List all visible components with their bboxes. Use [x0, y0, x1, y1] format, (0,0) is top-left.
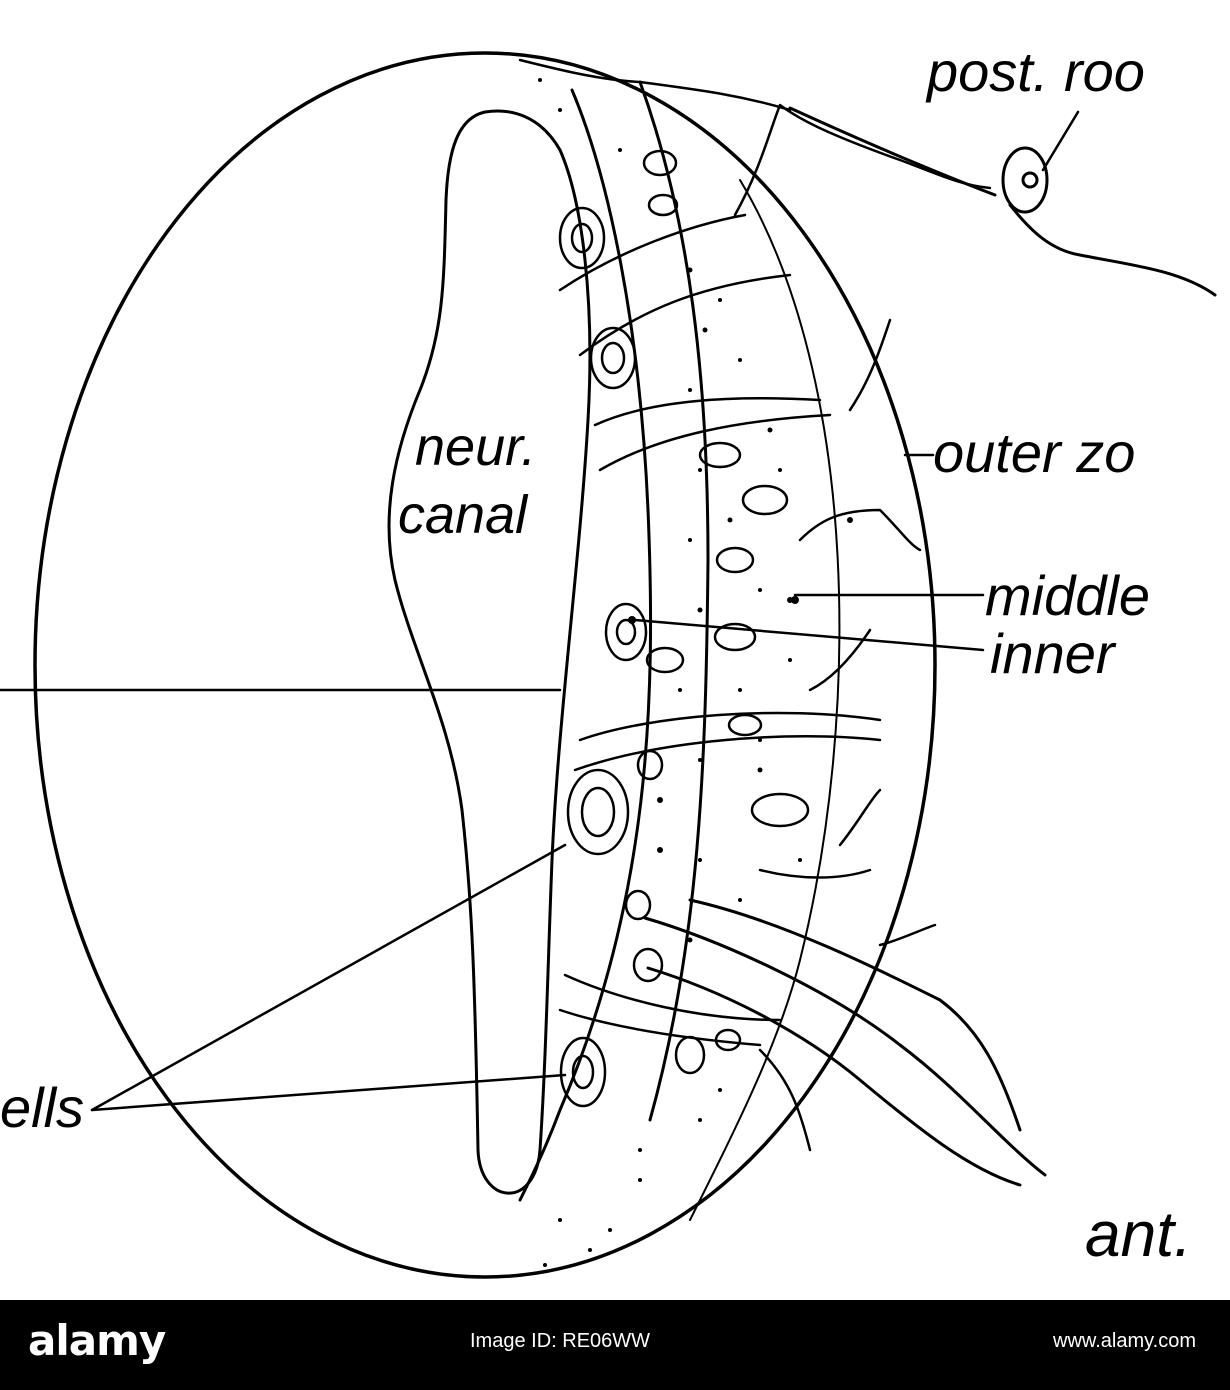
alamy-logo: alamy: [28, 1316, 166, 1365]
middle-zone-boundary: [638, 80, 710, 1122]
label-anterior-root: ant.: [1085, 1198, 1192, 1270]
spinal-cord-drawing: [0, 51, 1217, 1279]
stipple-dots: [538, 78, 853, 1267]
inner-zone-boundary: [518, 88, 653, 1202]
cell-partitions: [558, 213, 882, 1047]
diagram-figure: post. roo outer zo neur. canal middle in…: [0, 40, 1217, 1279]
label-germinal-cells: ells: [0, 1076, 85, 1139]
outer-zone-boundary: [689, 179, 841, 1221]
label-outer-zone: outer zo: [933, 421, 1136, 484]
label-neural-canal-line1: neur.: [415, 417, 537, 477]
posterior-root: [788, 106, 1217, 297]
image-id-text: Image ID: RE06WW: [470, 1330, 651, 1352]
label-neural-canal-line2: canal: [398, 485, 528, 545]
label-inner-zone: inner: [990, 622, 1115, 685]
site-url-text: www.alamy.com: [1053, 1330, 1196, 1352]
leader-lines: [0, 110, 1080, 1112]
label-middle-zone: middle: [985, 564, 1150, 627]
watermark-footer: alamy Image ID: RE06WW www.alamy.com: [0, 1300, 1230, 1390]
anterior-root: [643, 898, 1047, 1187]
label-post-root: post. roo: [927, 40, 1145, 103]
germinal-cells: [558, 149, 810, 1108]
neural-canal-outline: [387, 109, 592, 1195]
cord-outline: [33, 51, 937, 1279]
